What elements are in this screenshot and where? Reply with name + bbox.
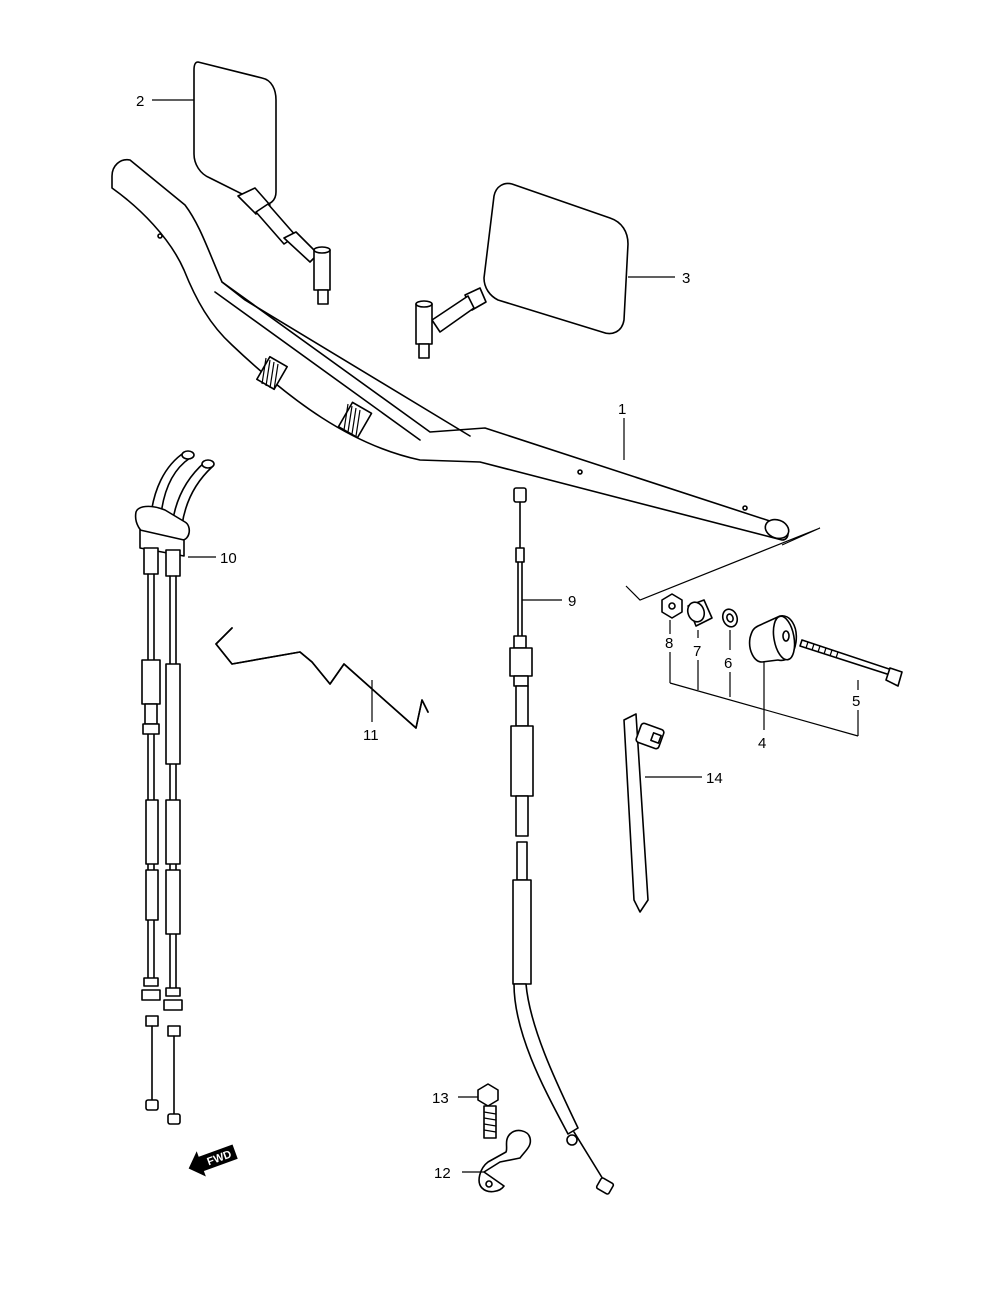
callout-6: 6 (724, 655, 732, 672)
fwd-direction-arrow: FWD (188, 1144, 238, 1177)
callout-2: 2 (136, 93, 144, 110)
balancer-assembly (625, 527, 903, 737)
knurled-grip-band (256, 355, 288, 391)
callout-7: 7 (693, 643, 701, 660)
spacer-part-7[interactable] (685, 599, 713, 627)
callout-8: 8 (665, 635, 673, 652)
callout-14: 14 (706, 770, 723, 787)
mirror-right[interactable] (415, 182, 629, 359)
throttle-cables-part-10[interactable] (134, 450, 215, 1125)
knurled-grip-band (337, 401, 373, 439)
mirror-left[interactable] (193, 61, 331, 305)
holder-part-11[interactable] (215, 627, 429, 729)
callout-9: 9 (568, 593, 576, 610)
callout-13: 13 (432, 1090, 449, 1107)
nut-part-8[interactable] (661, 593, 683, 619)
bolt-part-13[interactable] (477, 1083, 499, 1139)
callout-5: 5 (852, 693, 860, 710)
strap-part-14[interactable] (623, 713, 665, 913)
clamp-part-12[interactable] (478, 1129, 532, 1193)
callout-12: 12 (434, 1165, 451, 1182)
callout-11: 11 (363, 727, 379, 744)
callout-3: 3 (682, 270, 690, 287)
screw-part-5[interactable] (799, 639, 903, 687)
callout-10: 10 (220, 550, 237, 567)
callout-labels: 1 2 3 4 5 6 7 8 9 10 11 12 13 14 (136, 93, 860, 1182)
callout-4: 4 (758, 735, 766, 752)
handlebar[interactable] (111, 158, 791, 542)
callout-leaders (152, 99, 765, 1173)
cable-part-9[interactable] (509, 487, 615, 1195)
washer-part-6[interactable] (720, 607, 739, 629)
weight-part-4[interactable] (748, 615, 798, 663)
callout-1: 1 (618, 401, 626, 418)
